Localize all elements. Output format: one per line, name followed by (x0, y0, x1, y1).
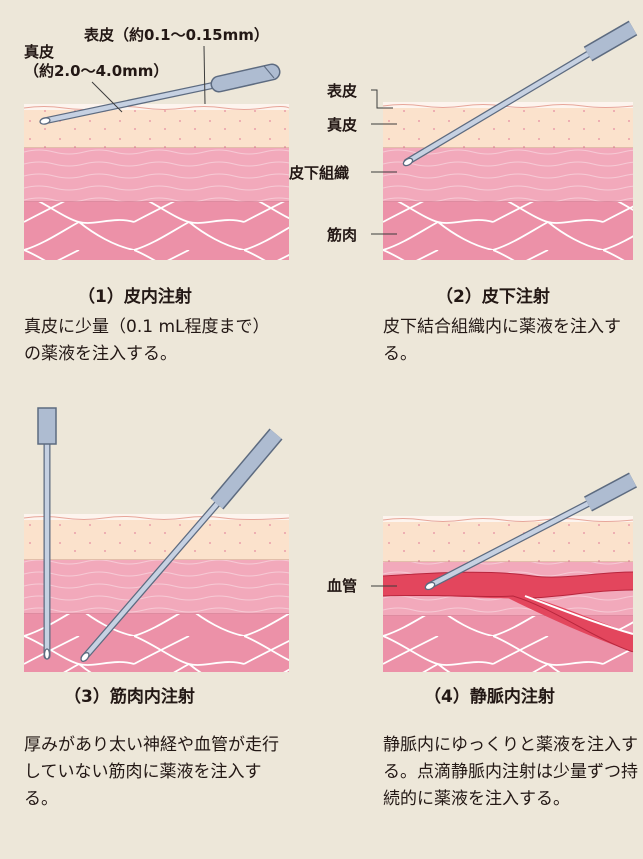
skin-diagram-intramuscular (23, 407, 290, 672)
desc-subcutaneous: 皮下結合組織内に薬液を注入する。 (383, 317, 621, 364)
skin-diagram-intradermal (23, 45, 290, 260)
label-dermis: 真皮 (327, 116, 358, 134)
label-dermis-thickness: （約2.0〜4.0mm） (24, 62, 169, 80)
title-subcutaneous: （2）皮下注射 (436, 287, 550, 307)
desc-intradermal: 真皮に少量（0.1 mL程度まで）の薬液を注入する。 (24, 317, 270, 364)
label-epidermis: 表皮 (327, 82, 358, 100)
label-epidermis-thickness: 表皮（約0.1〜0.15mm） (84, 26, 269, 44)
panel-intravenous: 血管 (327, 412, 637, 674)
label-dermis: 真皮 (24, 43, 55, 61)
desc-intramuscular: 厚みがあり太い神経や血管が走行していない筋肉に薬液を注入する。 (24, 735, 279, 809)
label-muscle: 筋肉 (327, 226, 358, 244)
syringe-needle (402, 20, 638, 167)
title-intravenous: （4）静脈内注射 (424, 687, 555, 707)
syringe-needle (424, 472, 637, 591)
panel-subcutaneous: 表皮 真皮 皮下組織 筋肉 (289, 20, 638, 276)
syringe-needle (39, 63, 281, 125)
label-vessel: 血管 (327, 577, 358, 595)
syringe-needle-vertical (37, 407, 57, 660)
panel-intradermal: 表皮（約0.1〜0.15mm） 真皮 （約2.0〜4.0mm） (23, 26, 290, 276)
label-subcutis: 皮下組織 (289, 164, 350, 182)
syringe-needle-angled (80, 428, 283, 662)
skin-diagram-intravenous (371, 472, 637, 672)
skin-diagram-subcutaneous (371, 20, 638, 260)
title-intramuscular: （3）筋肉内注射 (64, 687, 195, 707)
title-intradermal: （1）皮内注射 (78, 287, 192, 307)
panel-intramuscular (23, 407, 290, 674)
desc-intravenous: 静脈内にゆっくりと薬液を注入する。点滴静脈内注射は少量ずつ持続的に薬液を注入する… (383, 735, 638, 809)
